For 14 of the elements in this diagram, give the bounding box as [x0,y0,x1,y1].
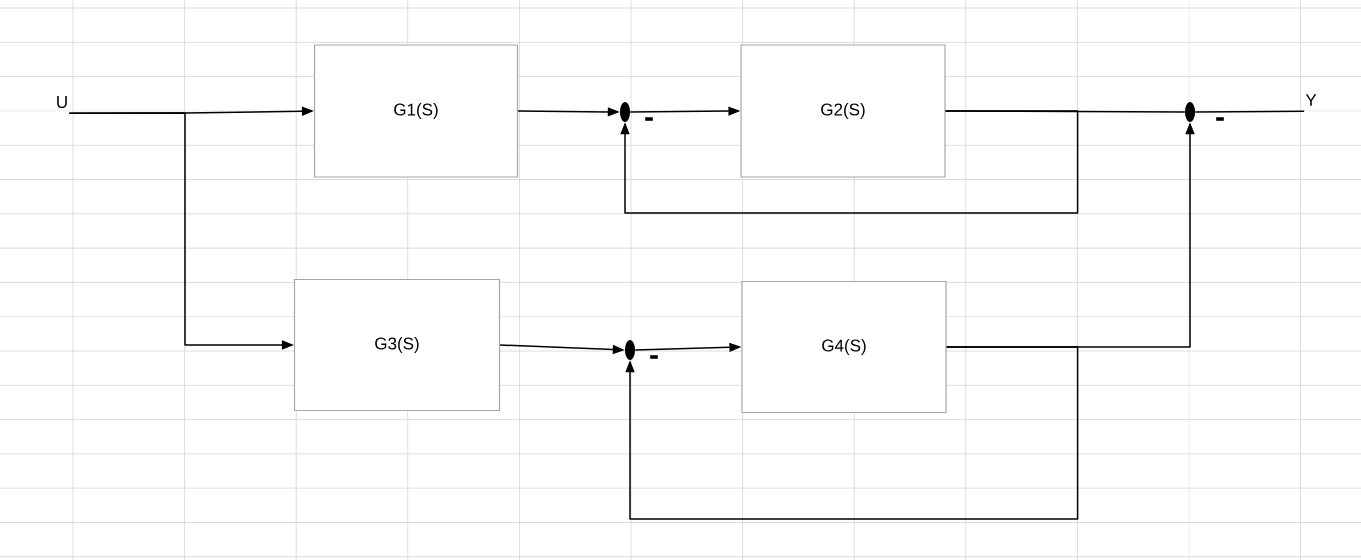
block-box: G4(S) [741,280,947,414]
signal-label: U [57,96,67,108]
summing-point [1185,102,1195,122]
summing-point [620,102,630,122]
minus-sign: - [645,117,653,121]
arrow [625,346,1079,520]
arrow [620,110,1079,214]
minus-sign: - [650,355,658,359]
block-box: G1(S) [313,44,519,178]
signal-label: Y [1305,94,1317,106]
summing-point [625,340,635,360]
block-box: G3(S) [293,278,501,412]
block-box: G2(S) [740,44,946,178]
minus-sign: - [1216,117,1224,121]
